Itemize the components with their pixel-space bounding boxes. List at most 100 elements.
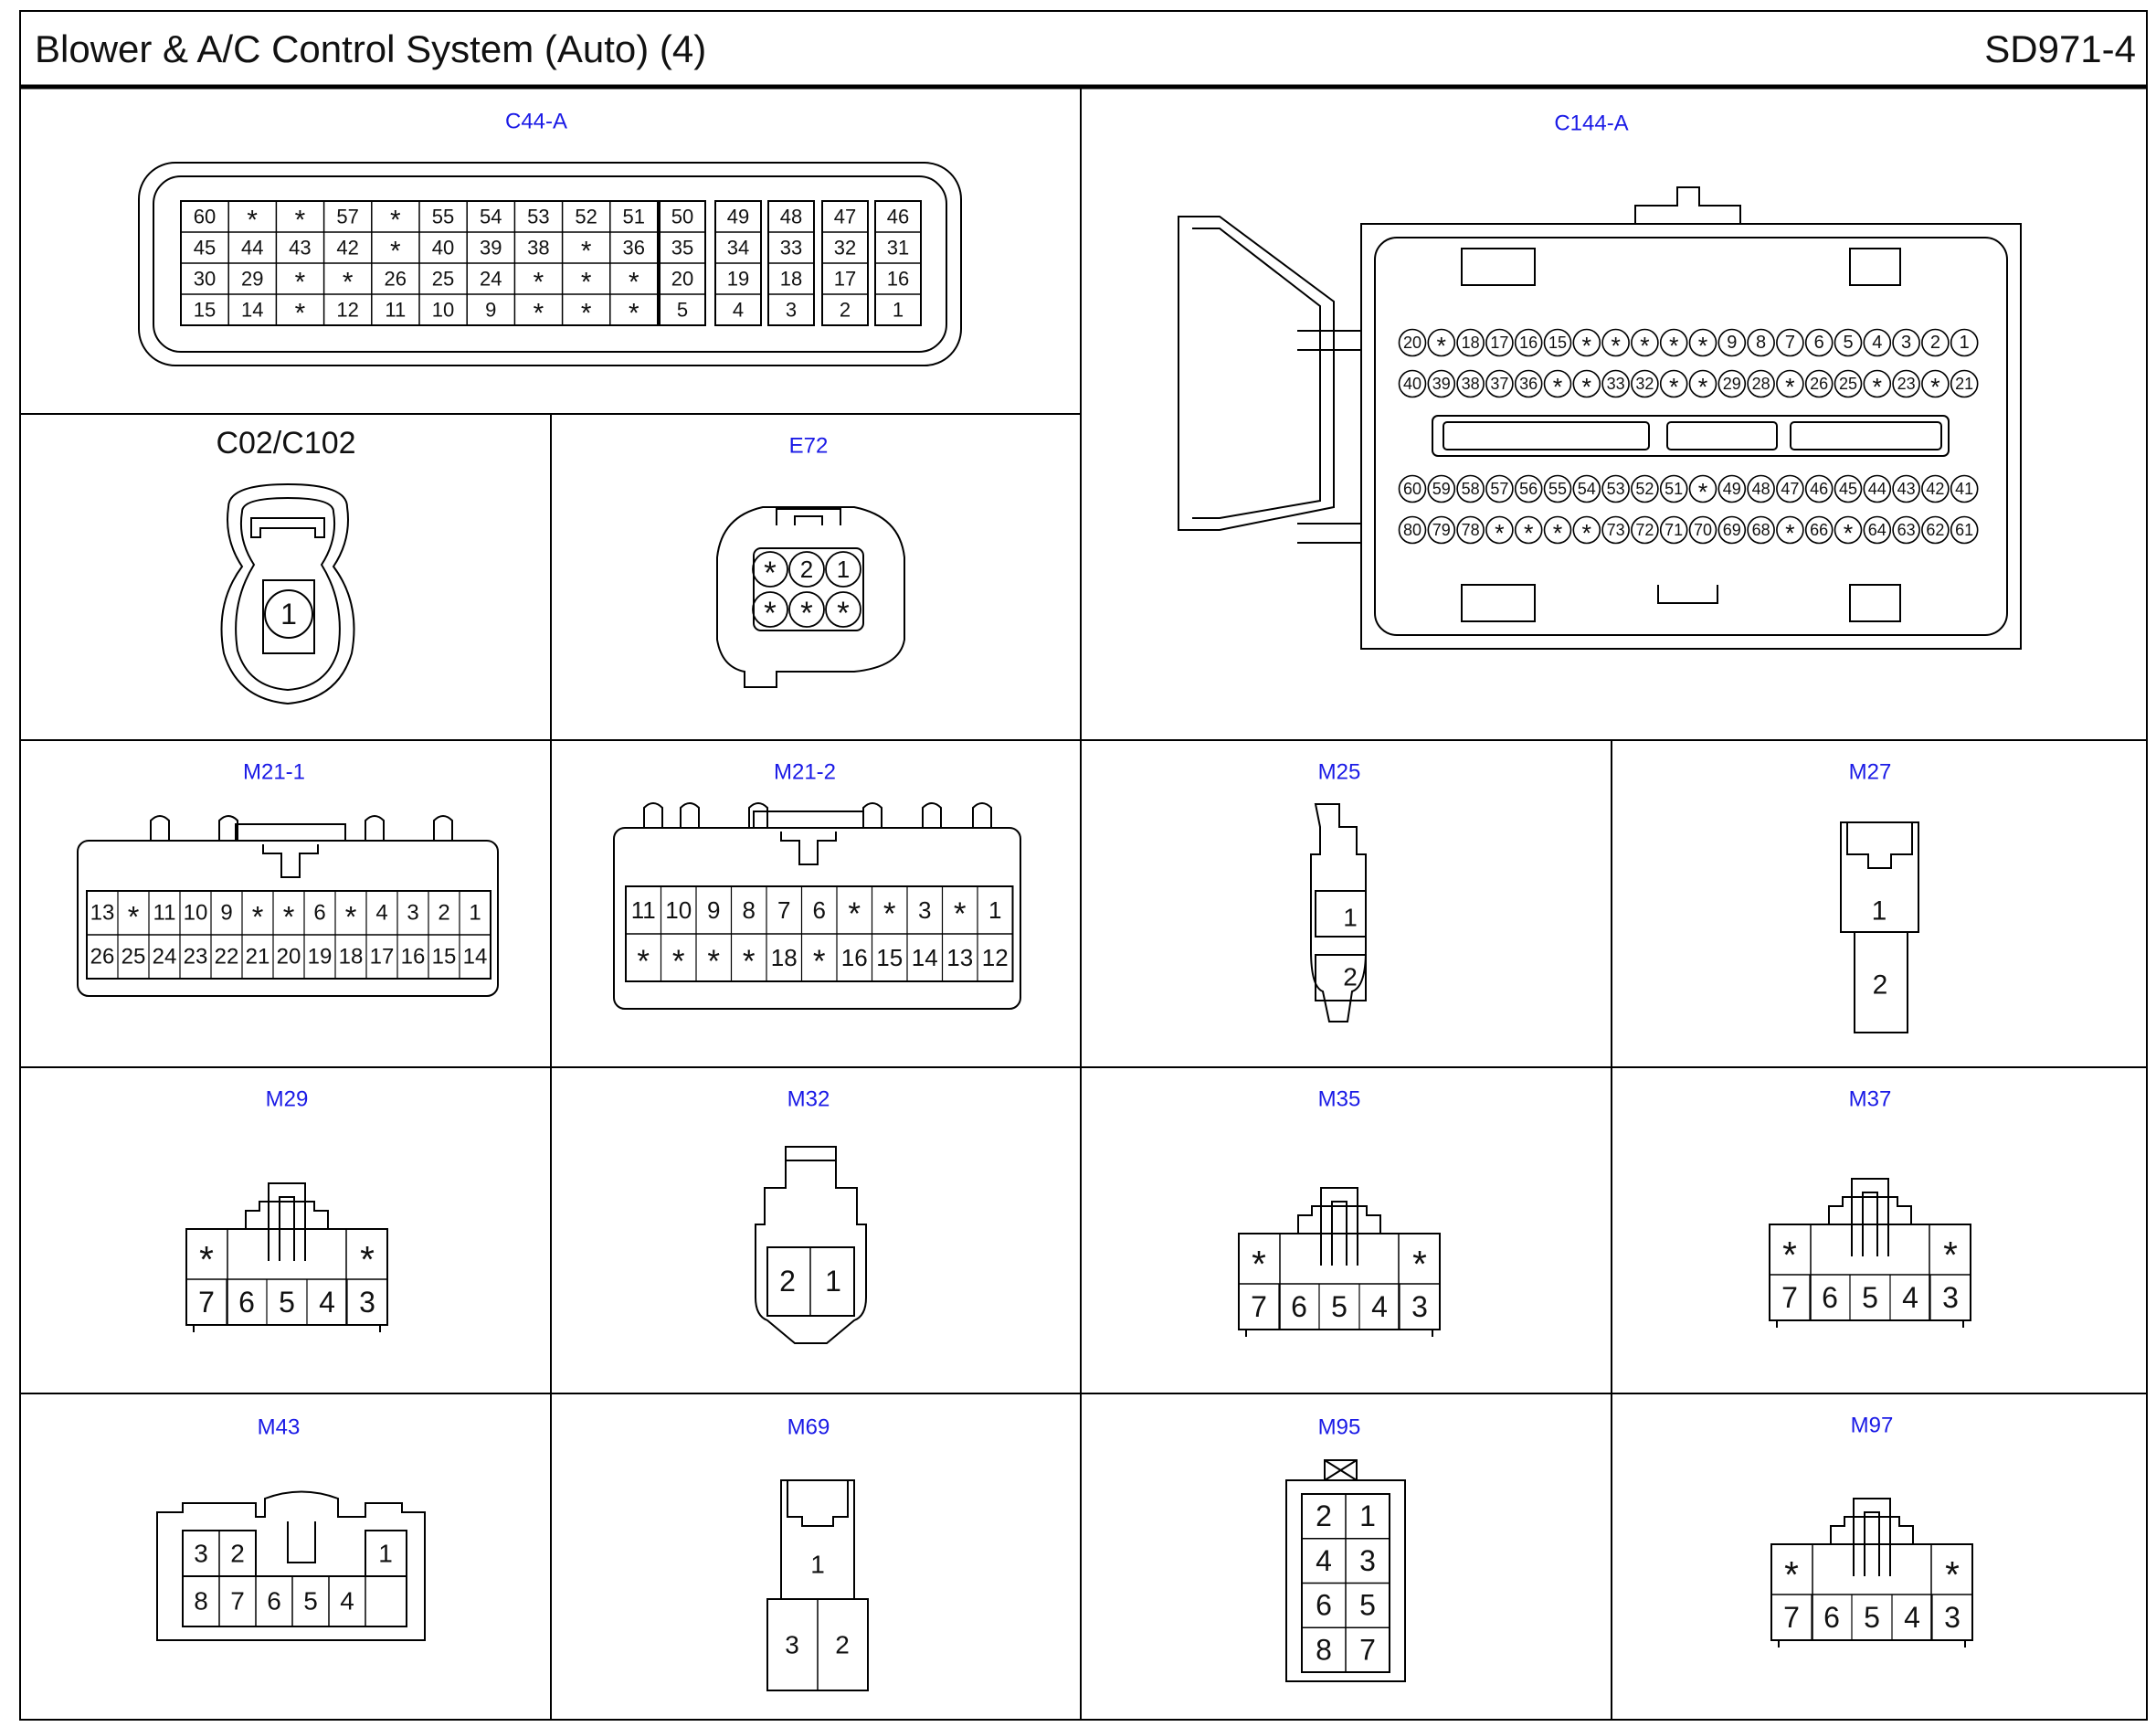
m25-pin-cavity xyxy=(1315,954,1367,1001)
c144a-pin: 37 xyxy=(1490,375,1508,393)
c144a-pin: 29 xyxy=(1723,375,1741,393)
c144a-pin: 54 xyxy=(1578,480,1596,498)
c144a-pin: * xyxy=(1785,520,1795,547)
c144a-pin: 20 xyxy=(1403,334,1421,352)
c144a-pin: 68 xyxy=(1752,521,1770,539)
c44a-pin: * xyxy=(390,205,401,235)
c44a-pin: 47 xyxy=(834,206,856,228)
m95-pin: 4 xyxy=(1316,1544,1332,1577)
c144a-pin: 38 xyxy=(1462,375,1480,393)
e72-pin: 2 xyxy=(800,556,813,583)
c144a-pin-socket xyxy=(1950,369,1979,398)
m43-pin: 1 xyxy=(378,1540,393,1568)
c144a-pin-socket xyxy=(1892,328,1920,357)
m97-pin: 3 xyxy=(1944,1601,1960,1634)
c02-pin-socket xyxy=(264,589,313,639)
m95-housing xyxy=(1285,1479,1406,1682)
c144a-pin: * xyxy=(1611,333,1621,360)
c144a-notch xyxy=(1461,248,1536,286)
c144a-pin-socket xyxy=(1601,515,1630,545)
c144a-pin: 21 xyxy=(1955,375,1973,393)
m35-pin: 6 xyxy=(1291,1290,1307,1323)
c44a-pin: * xyxy=(581,236,592,266)
c44a-pin: 35 xyxy=(671,237,693,260)
c144a-notch xyxy=(1849,248,1901,286)
c44a-pin: 11 xyxy=(385,299,406,322)
diagram-code: SD971-4 xyxy=(1984,27,2136,70)
c144a-pin-socket xyxy=(1485,369,1514,398)
c144a-pin: 7 xyxy=(1785,333,1795,353)
c144a-key-slot xyxy=(1790,421,1942,450)
c44a-pin: * xyxy=(534,267,544,297)
c144a-pin-socket xyxy=(1659,474,1688,503)
connector-label-m29: M29 xyxy=(266,1087,309,1112)
c144a-pin: 33 xyxy=(1607,375,1625,393)
c144a-pin: 58 xyxy=(1462,480,1480,498)
m21-2-pin: 8 xyxy=(743,896,756,924)
c144a-pin: 28 xyxy=(1752,375,1770,393)
m35-latch xyxy=(1320,1187,1358,1266)
m37-pin: 4 xyxy=(1902,1281,1918,1314)
c144a-key-slot xyxy=(1443,421,1650,450)
connector-label-m25: M25 xyxy=(1318,760,1361,785)
m69-pin: 2 xyxy=(835,1631,850,1659)
m21-2-housing xyxy=(613,827,1021,1010)
connector-label-m95: M95 xyxy=(1318,1415,1361,1440)
c44a-pin: 44 xyxy=(241,237,263,260)
c144a-pin-socket xyxy=(1572,474,1601,503)
sheet-frame xyxy=(19,10,2148,1721)
c144a-pin: 4 xyxy=(1872,333,1882,353)
c144a-pin-socket xyxy=(1747,369,1775,398)
c144a-pin-socket xyxy=(1747,515,1775,545)
c144a-pin: 3 xyxy=(1901,333,1911,353)
m21-1-pin: * xyxy=(128,900,140,933)
c144a-pin: 25 xyxy=(1839,375,1857,393)
m95-pin: 6 xyxy=(1316,1589,1332,1622)
m21-1-pin: * xyxy=(345,900,357,933)
c144a-pin-socket xyxy=(1892,369,1920,398)
c144a-pin-socket xyxy=(1950,328,1979,357)
c144a-pin-socket xyxy=(1631,515,1659,545)
c144a-pin: 26 xyxy=(1810,375,1828,393)
c144a-pin-socket xyxy=(1688,328,1717,357)
c144a-pin-socket xyxy=(1631,474,1659,503)
c144a-pin-socket xyxy=(1921,328,1950,357)
m35-feet xyxy=(1245,1330,1433,1337)
m21-2-latch-tab xyxy=(922,802,942,828)
c144a-pin-socket xyxy=(1688,369,1717,398)
c144a-pin: 48 xyxy=(1752,480,1770,498)
m29-pin: * xyxy=(199,1238,214,1280)
c144a-pin-socket xyxy=(1834,515,1863,545)
m97-pin: 5 xyxy=(1864,1601,1880,1634)
m21-2-pin: 11 xyxy=(631,896,656,924)
m69-pin: 1 xyxy=(810,1551,825,1579)
c44a-pin: * xyxy=(343,267,354,297)
c144a-pin: 71 xyxy=(1665,521,1683,539)
c44a-pin: 33 xyxy=(780,237,802,260)
c44a-pin: 5 xyxy=(677,299,688,322)
c144a-pin-socket xyxy=(1427,328,1456,357)
m29-feet xyxy=(193,1325,381,1332)
c144a-pin: 59 xyxy=(1432,480,1451,498)
m21-2-pin: * xyxy=(707,944,720,980)
m21-2-latch-tab xyxy=(680,802,700,828)
m21-2-pin: 18 xyxy=(771,944,798,971)
c144a-pin: * xyxy=(1930,374,1940,401)
m29-pin: 3 xyxy=(359,1286,375,1319)
m21-2-pin: 3 xyxy=(918,896,931,924)
c44a-pin: 12 xyxy=(336,299,358,322)
c144a-pin-socket xyxy=(1398,328,1427,357)
connector-label-m21-1: M21-1 xyxy=(243,760,305,785)
c144a-pin-socket xyxy=(1688,515,1717,545)
c44a-pin: 57 xyxy=(336,206,358,228)
m95-pin: 8 xyxy=(1316,1633,1332,1666)
m21-2-latch-tab xyxy=(748,802,768,828)
m21-1-housing xyxy=(77,840,499,997)
c144a-pin-socket xyxy=(1514,515,1543,545)
c02-inner-housing xyxy=(235,496,341,692)
c144a-pin-socket xyxy=(1456,328,1485,357)
m21-1-pin: * xyxy=(252,900,264,933)
m29-pin: 6 xyxy=(238,1286,255,1319)
c144a-pin: 51 xyxy=(1665,480,1683,498)
c144a-pin-socket xyxy=(1892,515,1920,545)
